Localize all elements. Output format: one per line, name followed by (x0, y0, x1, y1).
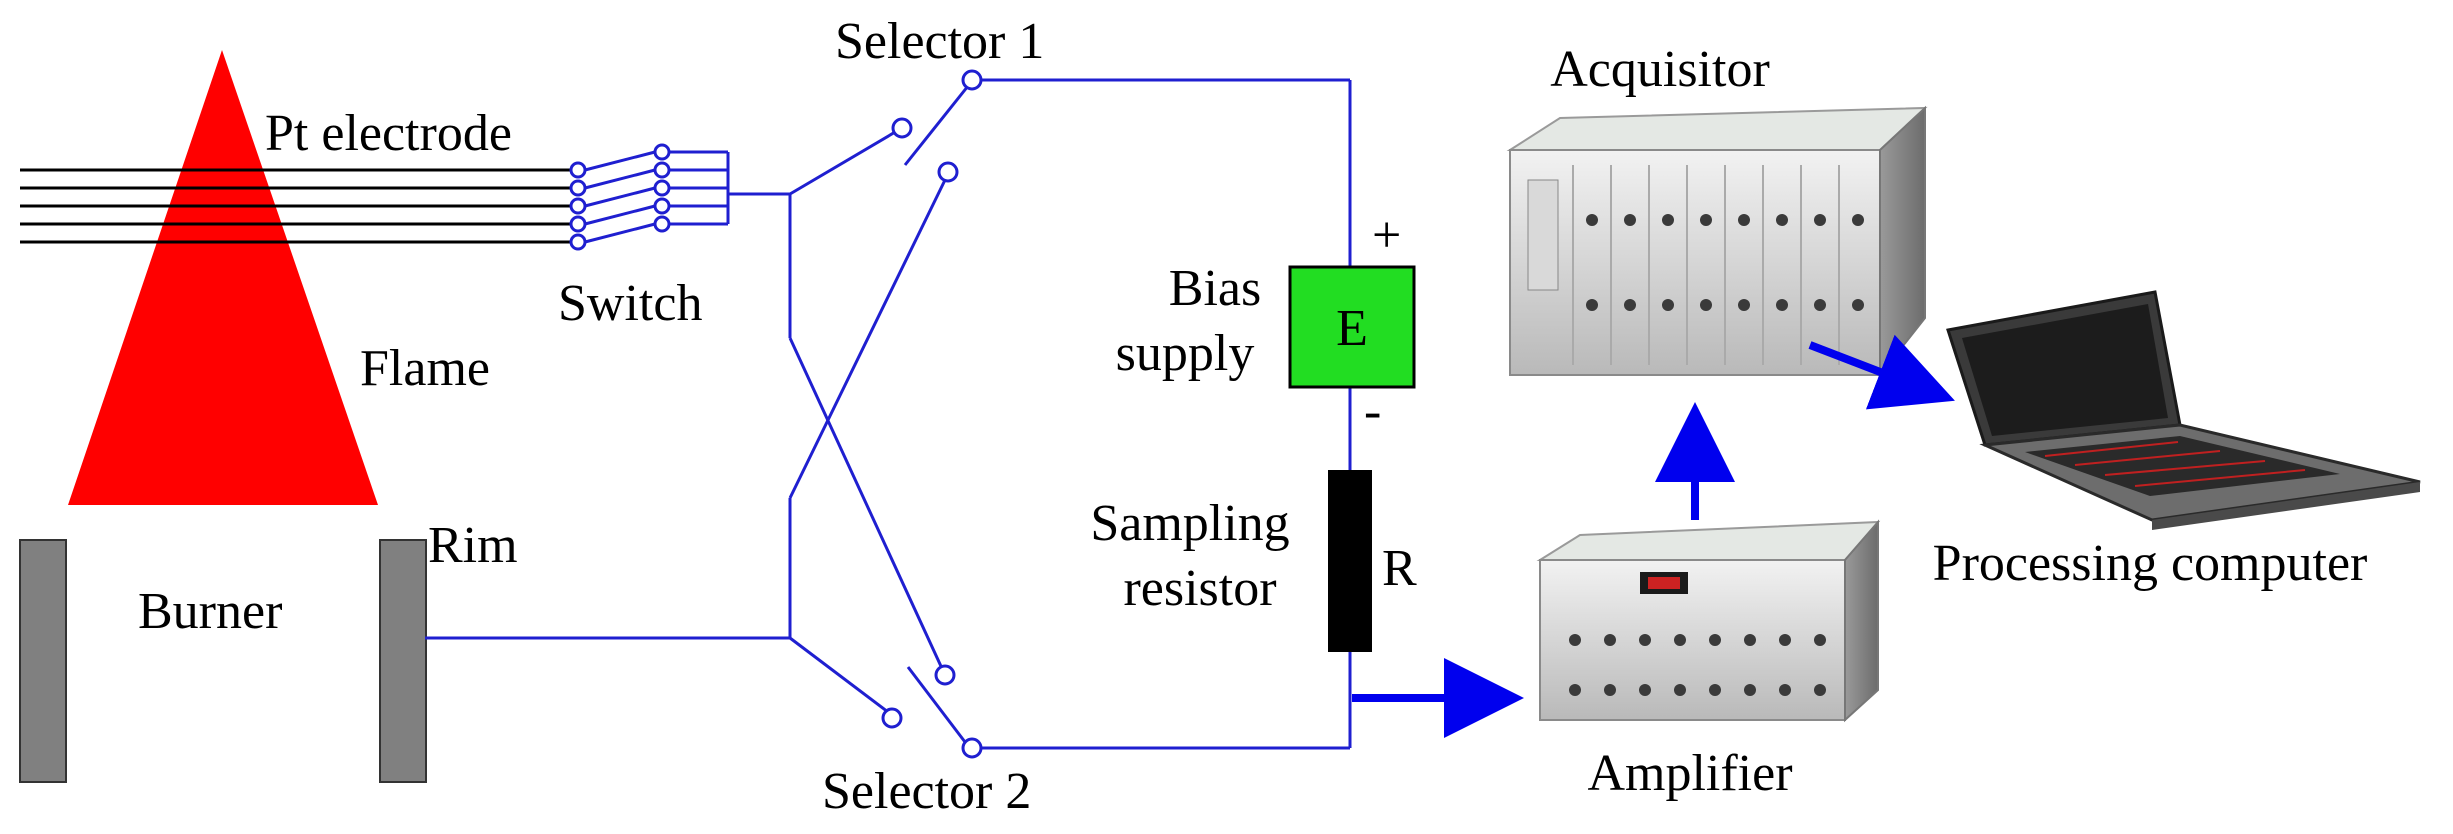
acquisitor-icon (1506, 105, 1928, 378)
bias-supply-box (1288, 265, 1416, 389)
flame-label: Flame (360, 340, 490, 397)
sampling-resistor-box (1328, 470, 1372, 652)
selector-wiring (425, 69, 1352, 759)
selector1-label: Selector 1 (835, 13, 1044, 70)
amplifier-icon (1536, 519, 1881, 723)
pt-electrode-label: Pt electrode (265, 105, 512, 162)
burner-label: Burner (138, 583, 282, 640)
burner-wall-right (379, 539, 427, 783)
pt-electrode-lines (20, 168, 575, 244)
bias-plus-sign: + (1372, 207, 1401, 264)
acquisitor-label: Acquisitor (1550, 41, 1770, 98)
bias-supply-label-line2: supply (1116, 325, 1255, 382)
bias-supply-symbol: E (1336, 300, 1368, 357)
bias-supply-label-line1: Bias (1169, 260, 1261, 317)
amplifier-label: Amplifier (1587, 745, 1792, 802)
switch-label: Switch (558, 275, 702, 332)
sampling-resistor-label-line1: Sampling (1090, 495, 1289, 552)
resistor-symbol: R (1382, 540, 1417, 597)
sampling-resistor-label-line2: resistor (1123, 560, 1276, 617)
rim-label: Rim (428, 517, 518, 574)
flame-shape (68, 50, 378, 505)
switch-bank (569, 143, 790, 251)
processing-computer-label: Processing computer (1933, 535, 2368, 592)
bias-minus-sign: - (1364, 383, 1381, 440)
selector2-label: Selector 2 (822, 763, 1031, 820)
signal-arrows (1352, 334, 1955, 738)
laptop-icon (1946, 290, 2421, 530)
burner-wall-left (19, 539, 67, 783)
